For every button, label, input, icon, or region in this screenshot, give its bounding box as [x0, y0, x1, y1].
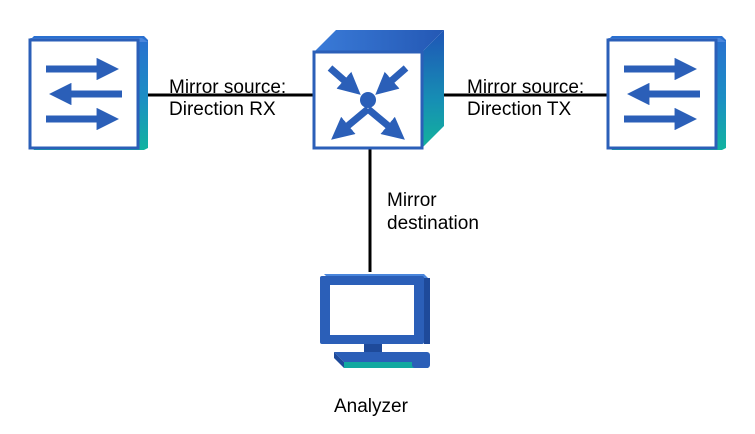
links [140, 93, 612, 272]
link-right-label-line1: Mirror source: [467, 77, 585, 98]
analyzer-pc-icon [320, 274, 430, 368]
link-left-label-line1: Mirror source: [169, 77, 287, 98]
left-switch-icon [28, 36, 148, 150]
link-bottom-label-line1: Mirror [387, 190, 437, 211]
analyzer-label: Analyzer [334, 396, 408, 417]
router-icon [312, 30, 444, 150]
link-right-label-line2: Direction TX [467, 99, 572, 120]
link-left-label-line2: Direction RX [169, 99, 276, 120]
right-switch-icon [606, 36, 726, 150]
link-bottom-label-line2: destination [387, 213, 479, 234]
